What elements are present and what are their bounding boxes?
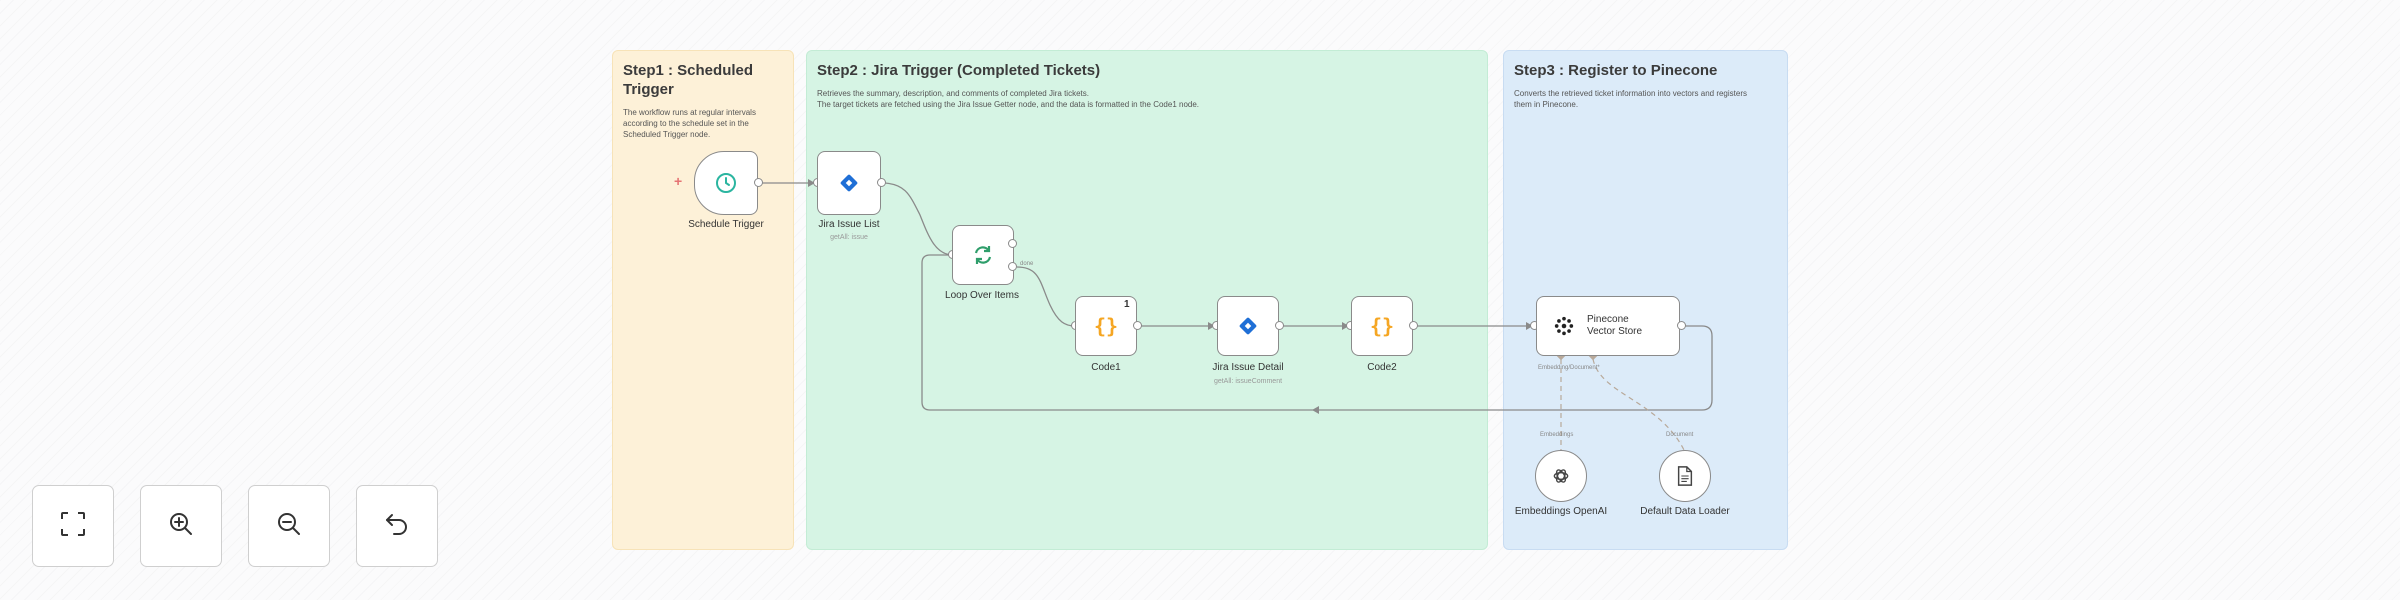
node-label-code1: Code1 xyxy=(1091,362,1121,373)
document-icon xyxy=(1672,463,1698,489)
zoom-in-icon xyxy=(166,509,196,544)
node-jira-issue-list[interactable] xyxy=(817,151,881,215)
node-label-default-data-loader: Default Data Loader xyxy=(1640,506,1730,517)
output-port[interactable] xyxy=(877,178,886,187)
reset-zoom-button[interactable] xyxy=(356,485,438,567)
node-label-jira-issue-detail: Jira Issue Detail xyxy=(1212,362,1284,373)
execution-count-badge: 1 xyxy=(1124,299,1130,310)
edge-label-document: Document xyxy=(1666,432,1694,438)
node-subtitle-jira-issue-list: getAll: issue xyxy=(830,234,868,241)
openai-icon xyxy=(1548,463,1574,489)
sticky-note-step1[interactable]: Step1 : Scheduled Trigger The workflow r… xyxy=(612,50,794,550)
node-label-jira-issue-list: Jira Issue List xyxy=(818,219,880,230)
node-pinecone-vector-store[interactable]: Pinecone Vector Store xyxy=(1536,296,1680,356)
jira-icon xyxy=(1235,313,1261,339)
node-label-loop-over-items: Loop Over Items xyxy=(945,290,1019,301)
node-default-data-loader[interactable] xyxy=(1659,450,1711,502)
jira-icon xyxy=(836,170,862,196)
node-code2[interactable]: {} xyxy=(1351,296,1413,356)
output-port[interactable] xyxy=(1275,321,1284,330)
output-port[interactable] xyxy=(1409,321,1418,330)
sticky-note-title: Step1 : Scheduled Trigger xyxy=(623,62,754,98)
zoom-out-button[interactable] xyxy=(248,485,330,567)
sticky-note-body: The workflow runs at regular intervals a… xyxy=(623,108,756,139)
add-node-icon[interactable]: + xyxy=(674,173,683,189)
node-label-pinecone-vector-store: Pinecone Vector Store xyxy=(1587,314,1643,337)
output-port-loop[interactable] xyxy=(1008,239,1017,248)
fit-view-icon xyxy=(58,509,88,544)
loop-icon xyxy=(970,242,996,268)
code-braces-icon: {} xyxy=(1369,314,1395,338)
clock-icon xyxy=(713,170,739,196)
sticky-note-body: Retrieves the summary, description, and … xyxy=(817,89,1200,109)
undo-icon xyxy=(382,509,412,544)
output-port[interactable] xyxy=(754,178,763,187)
output-port[interactable] xyxy=(1677,321,1686,330)
edge-label-done: done xyxy=(1020,261,1034,267)
output-port[interactable] xyxy=(1133,321,1142,330)
sticky-note-title: Step2 : Jira Trigger (Completed Tickets) xyxy=(817,62,1101,79)
node-schedule-trigger[interactable] xyxy=(694,151,758,215)
node-label-embeddings-openai: Embeddings OpenAI xyxy=(1514,506,1608,517)
code-braces-icon: {} xyxy=(1093,314,1119,338)
output-port-done[interactable] xyxy=(1008,262,1017,271)
node-label-code2: Code2 xyxy=(1367,362,1397,373)
node-embeddings-openai[interactable] xyxy=(1535,450,1587,502)
zoom-out-icon xyxy=(274,509,304,544)
socket-label-embedding-document: Embedding/Document* xyxy=(1538,365,1600,371)
fit-view-button[interactable] xyxy=(32,485,114,567)
zoom-in-button[interactable] xyxy=(140,485,222,567)
pinecone-icon xyxy=(1551,313,1577,339)
node-code1[interactable]: {} xyxy=(1075,296,1137,356)
sticky-note-body: Converts the retrieved ticket informatio… xyxy=(1514,89,1747,109)
node-label-schedule-trigger: Schedule Trigger xyxy=(688,219,764,230)
edge-label-embeddings: Embeddings xyxy=(1540,432,1574,438)
sticky-note-title: Step3 : Register to Pinecone xyxy=(1514,62,1718,79)
node-subtitle-jira-issue-detail: getAll: issueComment xyxy=(1213,378,1283,385)
node-jira-issue-detail[interactable] xyxy=(1217,296,1279,356)
node-loop-over-items[interactable] xyxy=(952,225,1014,285)
